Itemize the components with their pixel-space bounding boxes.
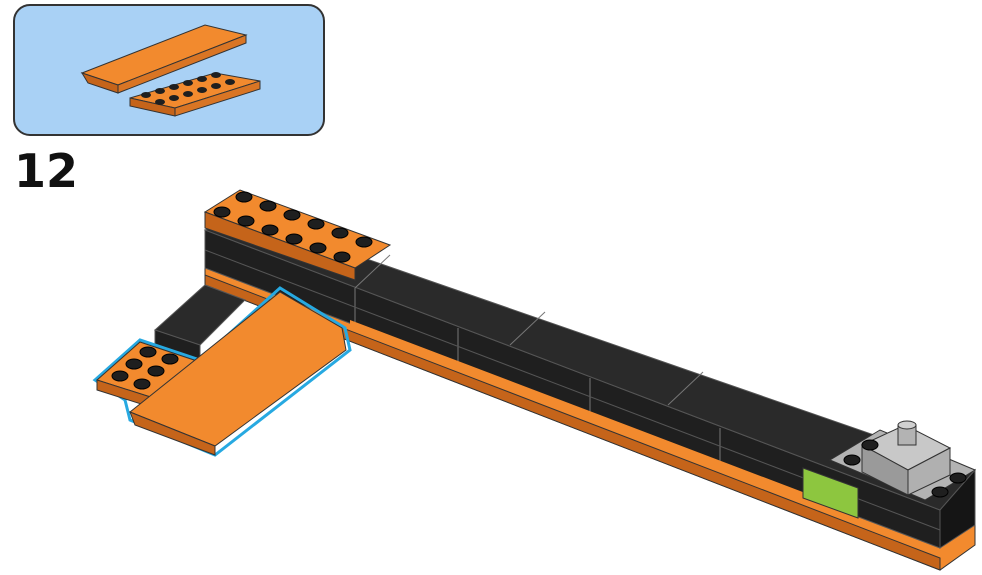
step-number: 12 (14, 144, 79, 198)
subassembly-callout (13, 4, 325, 136)
orange-wedge-plate-icon (80, 24, 248, 94)
orange-plate-studded (203, 189, 392, 281)
grey-brick-with-pin-icon (828, 420, 977, 501)
long-beam (203, 214, 976, 571)
new-parts-highlight (92, 286, 352, 457)
orange-plate-2x6-icon (129, 72, 261, 117)
lime-tile (802, 467, 859, 519)
